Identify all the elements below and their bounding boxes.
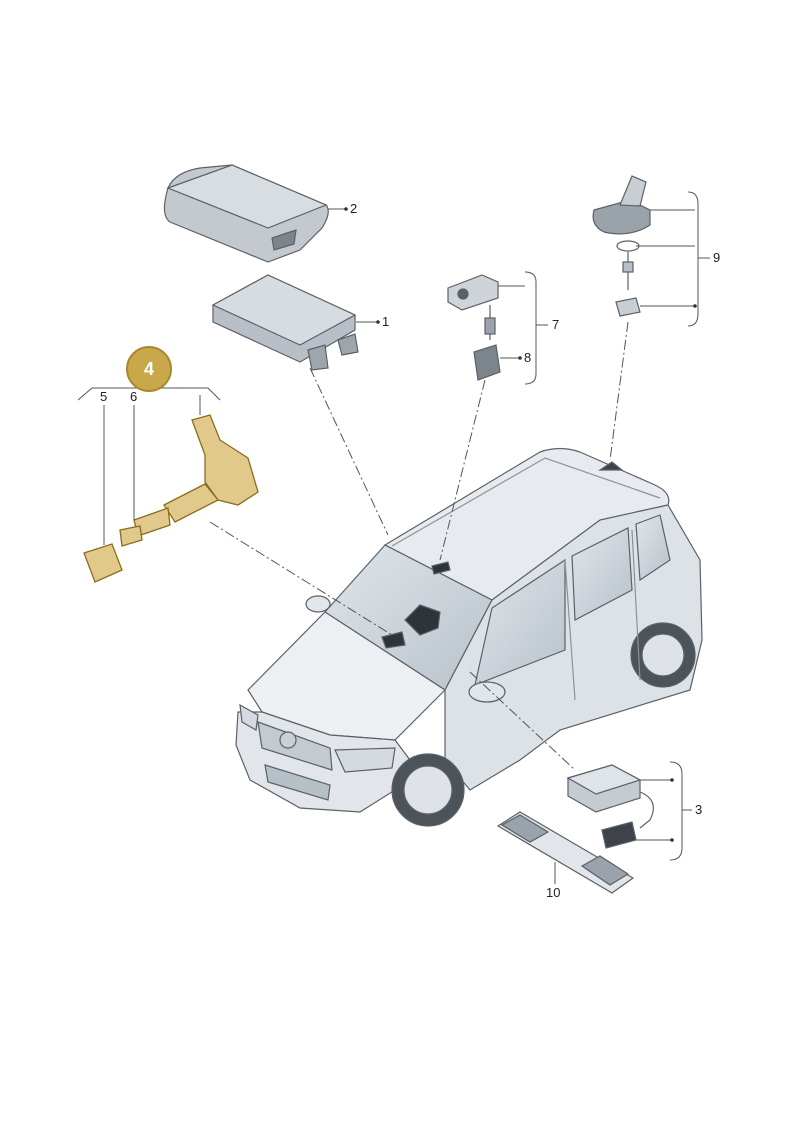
vehicle-illustration <box>235 447 703 827</box>
callout-badge-4[interactable]: 4 <box>126 346 172 392</box>
label-part-1: 1 <box>382 314 390 329</box>
part-2-cover[interactable] <box>163 164 329 263</box>
label-part-7: 7 <box>552 317 560 332</box>
label-part-2: 2 <box>350 201 358 216</box>
part-7-8-sensor-assembly[interactable] <box>447 274 501 381</box>
part-3-module[interactable] <box>566 764 654 849</box>
label-part-5: 5 <box>100 389 108 404</box>
part-1-control-unit[interactable] <box>211 274 359 371</box>
label-part-8: 8 <box>524 350 532 365</box>
label-part-6: 6 <box>130 389 138 404</box>
label-part-3: 3 <box>695 802 703 817</box>
part-9-roof-antenna[interactable] <box>592 175 651 317</box>
leader-lines <box>77 191 710 884</box>
arrow-heads <box>344 207 697 842</box>
label-part-10: 10 <box>546 885 561 900</box>
label-part-9: 9 <box>713 250 721 265</box>
part-4-highlighted-assembly[interactable] <box>83 414 259 583</box>
part-10-mat[interactable] <box>496 811 635 894</box>
